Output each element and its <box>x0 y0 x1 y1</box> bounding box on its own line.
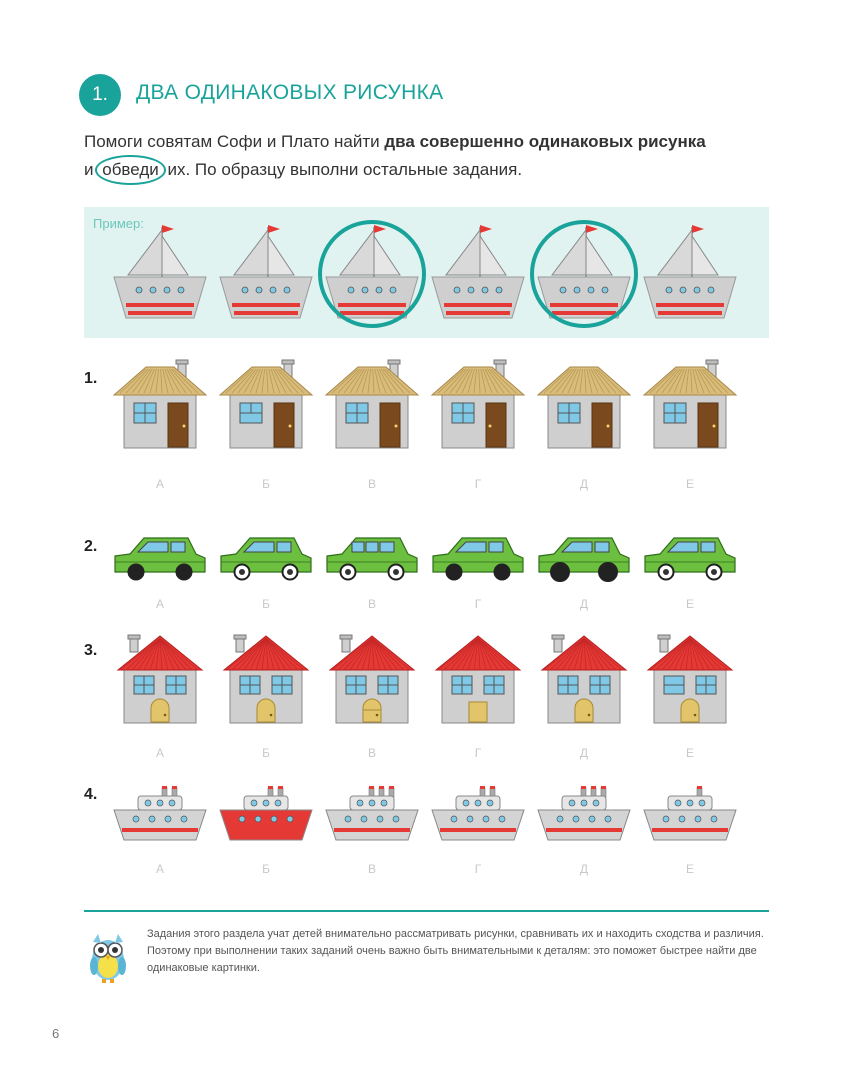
option-letter[interactable]: В <box>367 597 376 611</box>
option-letter[interactable]: Д <box>579 862 589 876</box>
ship-icon <box>113 786 207 841</box>
house-icon <box>642 359 738 449</box>
example-label: Пример: <box>93 216 144 231</box>
option-letter[interactable]: Б <box>262 746 270 760</box>
example-ship-icon <box>318 220 426 328</box>
ship-icon <box>537 786 631 841</box>
option-letter[interactable]: А <box>155 477 164 491</box>
house-icon <box>434 635 522 724</box>
example-panel <box>84 207 769 338</box>
option-letter[interactable]: А <box>155 746 164 760</box>
house-icon <box>540 634 628 724</box>
example-ship-icon <box>643 225 737 319</box>
option-letter[interactable]: Д <box>579 477 589 491</box>
option-letter[interactable]: А <box>155 597 164 611</box>
car-icon <box>114 537 206 581</box>
task-number: 1. <box>84 370 98 387</box>
option-letter[interactable]: Г <box>474 597 482 611</box>
example-ship-icon <box>113 225 207 319</box>
house-icon <box>116 634 204 724</box>
option-letter[interactable]: Е <box>685 746 694 760</box>
section-title: ДВА ОДИНАКОВЫХ РИСУНКА <box>136 81 444 104</box>
option-letter[interactable]: Б <box>262 477 270 491</box>
option-letter[interactable]: Г <box>474 746 482 760</box>
ship-icon <box>643 786 737 841</box>
house-icon <box>324 359 420 449</box>
owl-icon <box>90 934 126 983</box>
option-letter[interactable]: В <box>367 746 376 760</box>
option-letter[interactable]: Г <box>474 862 482 876</box>
task-number: 2. <box>84 538 98 555</box>
house-icon <box>112 359 208 449</box>
car-icon <box>538 537 630 582</box>
car-icon <box>220 537 312 581</box>
option-letter[interactable]: В <box>367 477 376 491</box>
house-icon <box>646 634 734 724</box>
intro-text: и <box>84 160 99 179</box>
ship-icon <box>219 786 313 841</box>
example-ship-icon <box>530 220 638 328</box>
house-icon <box>328 634 416 724</box>
intro-text: их. По образцу выполни остальные задания… <box>162 160 523 179</box>
option-letter[interactable]: Е <box>685 597 694 611</box>
intro-line-2: и обведи их. По образцу выполни остальны… <box>84 155 523 185</box>
intro-text: Помоги совятам Софи и Плато найти <box>84 132 385 151</box>
task-number: 3. <box>84 642 98 659</box>
option-letter[interactable]: Б <box>262 862 270 876</box>
house-icon <box>536 366 632 449</box>
option-letter[interactable]: Д <box>579 746 589 760</box>
option-letter[interactable]: В <box>367 862 376 876</box>
intro-bold-text: два совершенно одинаковых рисунка <box>384 132 706 151</box>
intro-line-1: Помоги совятам Софи и Плато найти два со… <box>84 132 706 152</box>
ship-icon <box>431 786 525 841</box>
house-icon <box>222 634 310 724</box>
example-ship-icon <box>431 225 525 319</box>
option-letter[interactable]: Г <box>474 477 482 491</box>
option-letter[interactable]: Д <box>579 597 589 611</box>
car-icon <box>644 537 736 581</box>
option-letter[interactable]: Е <box>685 862 694 876</box>
option-letter[interactable]: Е <box>685 477 694 491</box>
car-icon <box>432 537 524 581</box>
ship-icon <box>325 786 419 841</box>
section-number-badge: 1. <box>79 74 121 116</box>
circled-word: обведи <box>95 155 166 185</box>
parent-note: Задания этого раздела учат детей внимате… <box>147 928 764 974</box>
option-letter[interactable]: Б <box>262 597 270 611</box>
page-number: 6 <box>52 1026 60 1041</box>
task-number: 4. <box>84 786 98 803</box>
house-icon <box>430 359 526 449</box>
option-letter[interactable]: А <box>155 862 164 876</box>
divider-line <box>84 910 769 912</box>
car-icon <box>326 537 418 581</box>
example-ship-icon <box>219 225 313 319</box>
house-icon <box>218 359 314 449</box>
